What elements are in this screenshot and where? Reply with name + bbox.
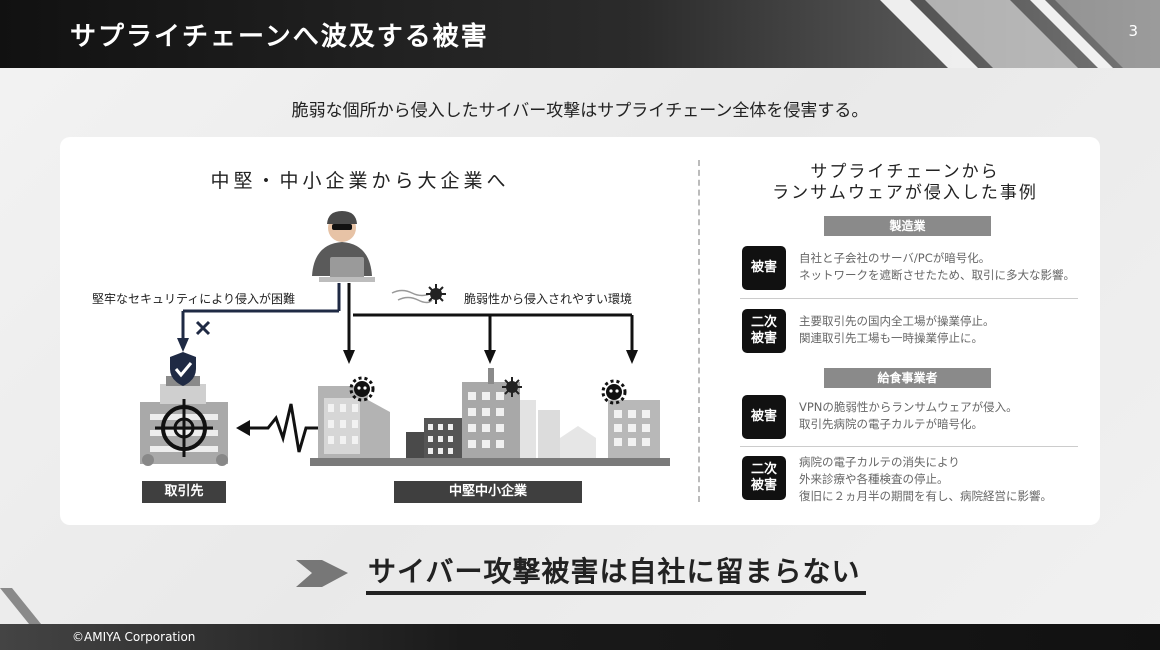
panel-divider [698,160,700,502]
category-manufacturing: 製造業 [824,216,991,236]
wind-icon [391,289,433,304]
footer-bar [0,624,1160,650]
case-text: VPNの脆弱性からランサムウェアが侵入。 取引先病院の電子カルテが暗号化。 [799,400,1018,431]
hacker-icon [312,211,375,282]
page-number: 3 [1128,22,1138,40]
label-blocked: 堅牢なセキュリティにより侵入が困難 [92,292,296,306]
tag-sme: 中堅中小企業 [394,481,582,503]
left-panel-title: 中堅・中小企業から大企業へ [210,170,510,192]
badge-damage: 被害 [742,246,786,290]
badge-secondary-damage: 二次 被害 [742,309,786,353]
key-message-underline [366,591,866,595]
case-text: 主要取引先の国内全工場が操業停止。 関連取引先工場も一時操業停止に。 [799,314,995,345]
pulse-waveform [248,403,318,453]
tag-partner: 取引先 [142,481,226,503]
virus-icon-2 [502,377,522,397]
page-title: サプライチェーンへ波及する被害 [70,22,489,52]
case-separator [740,298,1078,299]
pulse-arrow-head [236,420,250,436]
slide-subtitle: 脆弱な個所から侵入したサイバー攻撃はサプライチェーン全体を侵害する。 [291,101,869,121]
header-decoration [880,0,1160,68]
blocked-x-icon [195,320,211,336]
shield-check-icon [170,352,196,386]
malware-icon-3 [601,379,627,405]
header-bar: サプライチェーンへ波及する被害 3 [0,0,1160,68]
case-text: 自社と子会社のサーバ/PCが暗号化。 ネットワークを遮断させたため、取引に多大な… [799,251,1075,282]
badge-secondary-damage: 二次 被害 [742,456,786,500]
attack-arrows [347,283,634,352]
sme-buildings [310,368,670,466]
bottom-arrow-icon [296,560,348,587]
label-vulnerable: 脆弱性から侵入されやすい環境 [464,292,633,306]
category-food-service: 給食事業者 [824,368,991,388]
key-message: サイバー攻撃被害は自社に留まらない [368,555,861,588]
case-text: 病院の電子カルテの消失により 外来診療や各種検査の停止。 復旧に２ヵ月半の期間を… [799,455,1052,503]
blocked-arrow [181,283,341,340]
virus-icon [426,284,446,304]
partner-building [140,376,228,466]
footer-copyright: ©AMIYA Corporation [72,630,196,644]
right-panel-title-line1: サプライチェーンから [810,162,1000,182]
right-panel-title-line2: ランサムウェアが侵入した事例 [772,183,1038,203]
malware-icon-1 [349,376,375,402]
case-separator [740,446,1078,447]
badge-damage: 被害 [742,395,786,439]
